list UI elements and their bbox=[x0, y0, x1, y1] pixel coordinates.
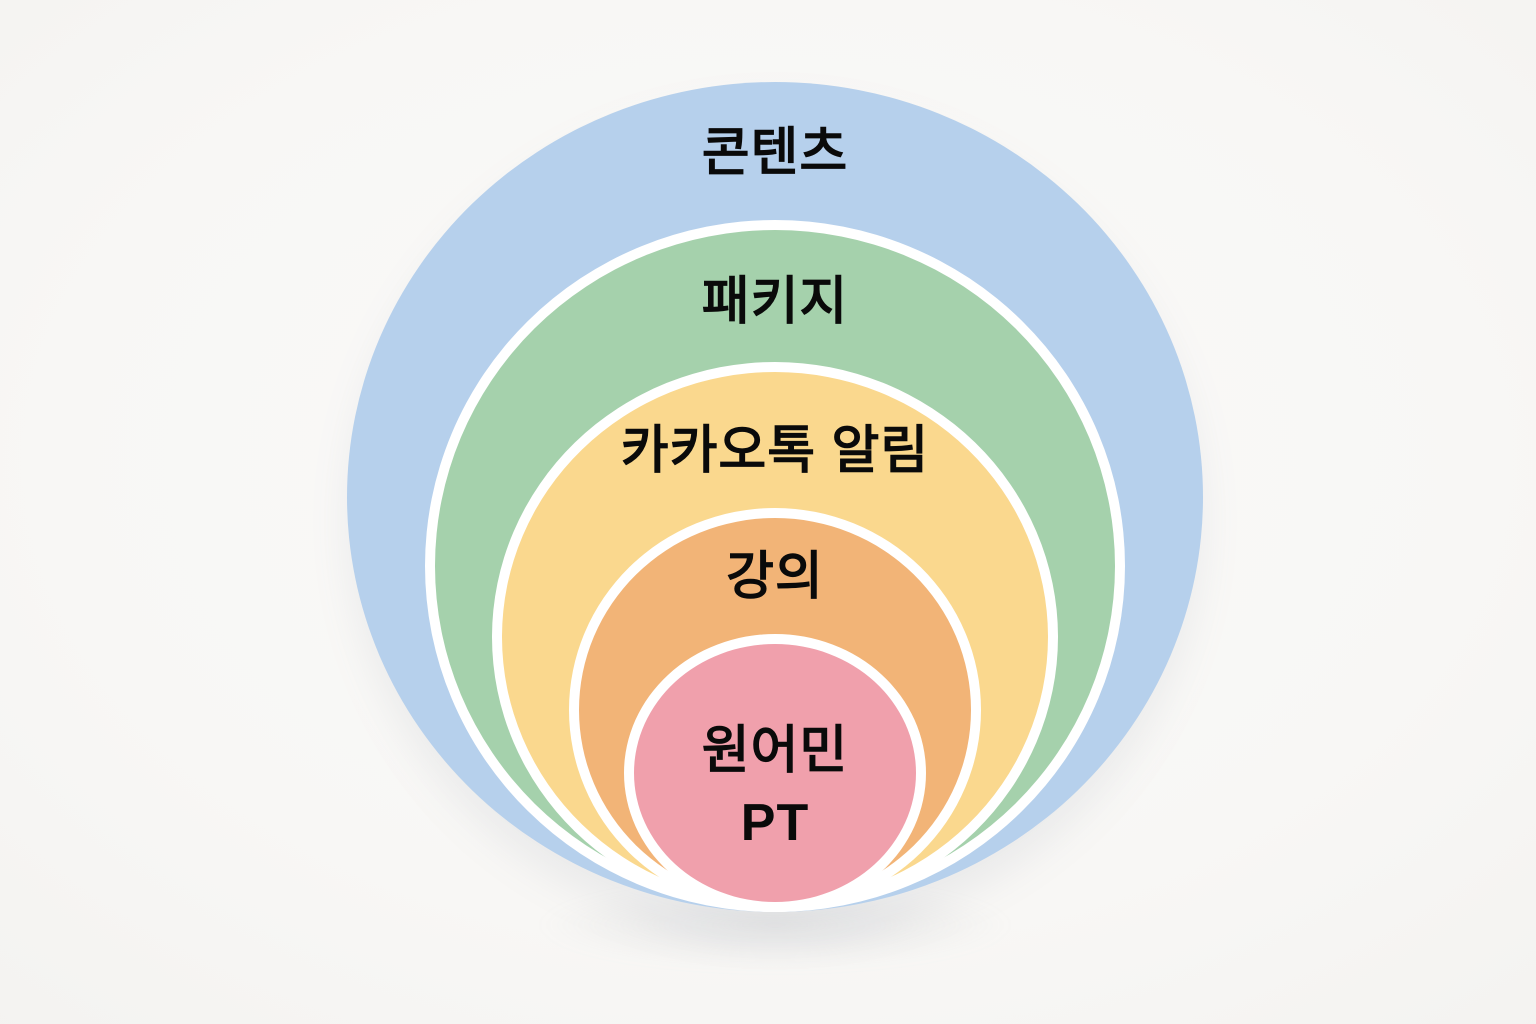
label-contents: 콘텐츠 bbox=[701, 124, 849, 182]
label-native-speaker-pt-line1: 원어민 bbox=[701, 722, 849, 780]
label-kakaotalk-notification: 카카오톡 알림 bbox=[620, 422, 930, 480]
label-lecture: 강의 bbox=[726, 548, 824, 606]
label-native-speaker-pt-line2: PT bbox=[740, 794, 810, 852]
circle-native-speaker-pt bbox=[624, 634, 926, 912]
label-package: 패키지 bbox=[701, 273, 849, 331]
label-native-speaker-pt: 원어민 PT bbox=[275, 715, 1275, 859]
